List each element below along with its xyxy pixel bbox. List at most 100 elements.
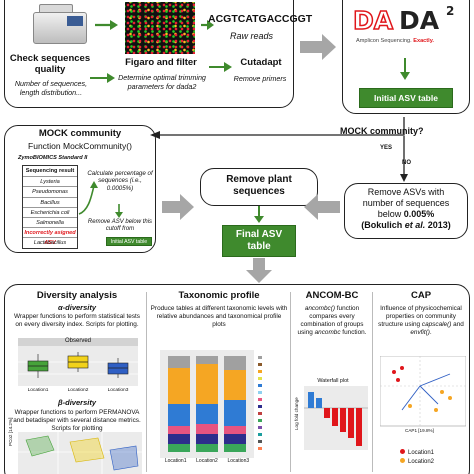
arrow-right-icon	[201, 20, 214, 30]
dada2-logo-superscript: 2	[446, 4, 455, 18]
dada2-tagline: Amplicon Sequencing. Exactly.	[356, 38, 434, 44]
legend-label: Location1	[408, 450, 435, 456]
cutadapt-desc: Remove primers	[233, 74, 287, 83]
final-asv-table: Final ASV table	[222, 225, 296, 257]
table-row: Lysteria	[23, 176, 77, 186]
ancom-desc: ancombc() function compares every combin…	[294, 305, 370, 337]
threshold-value: 0.005%	[403, 208, 435, 219]
taxo-desc: Produce tables at different taxonomic le…	[150, 305, 288, 328]
text-part: function compares every combination of g…	[297, 305, 364, 336]
text-part: Influence of physicochemical properties …	[378, 305, 462, 328]
alpha-desc: Wrapper functions to perform statistical…	[14, 313, 140, 328]
remove-asvs-line: number of sequences	[362, 197, 450, 208]
remove-plant-box	[200, 168, 318, 206]
observed-label: Observed	[64, 338, 91, 344]
pcoa-axis-label: PCo2 [14.2%]	[8, 417, 13, 446]
text-part: and	[451, 321, 464, 328]
table-row: Sequencing result	[25, 168, 75, 174]
text-part: capscale()	[421, 321, 452, 328]
beta-title: β-diversity	[57, 398, 96, 407]
yes-arrow-icon	[150, 117, 405, 139]
beta-ordination-plot	[18, 432, 142, 474]
taxo-title: Taxonomic profile	[178, 290, 260, 301]
tick-label: Location2	[67, 388, 89, 393]
arrow-right-icon	[95, 20, 118, 30]
cap-axis-label: CAP1 [19.8%]	[405, 428, 434, 433]
mock-result-table: Sequencing result Lysteria Pseudomonas B…	[22, 165, 78, 249]
table-row-highlighted: Incorrectly asigned ASV	[23, 227, 77, 246]
calc-percentage-text: Calculate percentage of sequences (i.e.,…	[87, 170, 153, 192]
flow-arrow-down-icon	[246, 258, 272, 283]
decision-question: MOCK community?	[340, 126, 424, 136]
dada2-logo-da: DA	[352, 5, 394, 36]
text-part: .	[429, 329, 432, 336]
legend-swatch-icon	[400, 449, 405, 454]
waterfall-plot	[304, 386, 368, 450]
text-part: ancombc()	[304, 305, 335, 312]
curved-arrow-icon	[78, 181, 98, 215]
alpha-x-axis: Location1 Location2 Location3	[18, 388, 138, 393]
initial-asv-small: Initial ASV table	[106, 237, 152, 246]
dada2-logo-da2: DA	[399, 6, 440, 35]
tick-label: Location1	[27, 388, 49, 393]
taxo-x-axis: Location1 Location2 Location3	[160, 458, 254, 464]
tagline-emphasis: Exactly.	[413, 38, 434, 44]
legend-label: Location2	[408, 459, 435, 465]
check-quality-desc: Number of sequences, length distribution…	[14, 79, 88, 97]
remove-asvs-text: Remove ASVs with number of sequences bel…	[344, 187, 468, 231]
mock-title: MOCK community	[38, 128, 122, 139]
initial-asv-table: Initial ASV table	[359, 88, 453, 108]
remove-below-text: Remove ASV below this cutoff from	[87, 219, 153, 233]
no-label: NO	[402, 160, 411, 166]
zymo-standard: ZymoBIOMICS Standard II	[18, 155, 88, 161]
arrow-down-icon	[254, 206, 264, 223]
tick-label: Location3	[107, 388, 129, 393]
text-part: ancombc	[314, 329, 341, 336]
legend-item: Location2	[400, 458, 434, 467]
taxonomic-barplot	[160, 350, 262, 458]
alpha-title: α-diversity	[58, 303, 96, 312]
text-part: (Bokulich	[361, 219, 405, 230]
sequencing-flowcell-image	[125, 2, 195, 54]
remove-asvs-line: Remove ASVs with	[367, 187, 445, 197]
alpha-boxplot	[18, 338, 138, 386]
legend-swatch-icon	[400, 458, 405, 463]
flow-arrow-icon	[162, 194, 194, 220]
no-arrow-icon	[400, 136, 408, 182]
cap-ordination-plot	[380, 356, 466, 427]
arrow-right-icon	[209, 62, 232, 72]
remove-asvs-line: below 0.005%	[344, 209, 468, 220]
arrow-down-icon	[400, 58, 410, 80]
figaro-desc: Determine optimal trimming parameters fo…	[118, 73, 206, 91]
tick-label: Location1	[164, 458, 187, 464]
divider	[372, 292, 373, 472]
text-part: envfit()	[410, 329, 430, 336]
table-row: Salmonella	[23, 216, 77, 227]
mock-community-box	[4, 125, 156, 253]
cap-legend: Location1 Location2	[400, 449, 434, 467]
flow-arrow-icon	[304, 194, 340, 220]
arrow-right-icon	[90, 73, 115, 83]
divider	[290, 292, 291, 472]
tick-label: Location2	[196, 458, 218, 464]
text-part: 2013)	[425, 219, 451, 230]
table-row: Bacillus	[23, 196, 77, 207]
legend-item: Location1	[400, 449, 434, 458]
text-part: below	[377, 208, 404, 219]
cap-desc: Influence of physicochemical properties …	[376, 305, 466, 337]
figaro-title: Figaro and filter	[125, 57, 197, 68]
raw-reads-label: Raw reads	[230, 31, 274, 41]
cutadapt-title: Cutadapt	[240, 57, 282, 68]
logfold-axis-label: Log fold change	[294, 397, 299, 430]
table-row: Pseudomonas	[23, 186, 77, 196]
diversity-title: Diversity analysis	[36, 290, 118, 301]
cap-title: CAP	[410, 290, 432, 301]
table-row: Escherichia coli	[23, 206, 77, 217]
arrow-down-icon	[115, 204, 123, 218]
divider	[146, 292, 147, 472]
table-row: Lactobacillus	[23, 237, 77, 247]
ancom-title: ANCOM-BC	[305, 290, 359, 301]
text-part: function.	[340, 329, 367, 336]
flow-arrow-icon	[300, 34, 336, 60]
text-part: et al.	[404, 219, 426, 230]
